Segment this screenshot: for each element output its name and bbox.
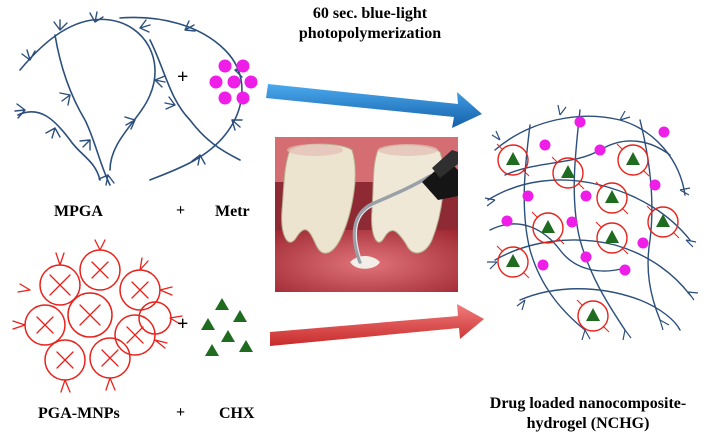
- plus-sign-top-right: +: [177, 66, 189, 88]
- process-caption: 60 sec. blue-light photopolymerization: [285, 4, 455, 44]
- dental-application-photo: [275, 137, 458, 292]
- plus-sign-bottom-label: +: [176, 404, 186, 421]
- mpga-polymer-illustration: [14, 11, 246, 186]
- blue-light-arrow: [266, 84, 482, 128]
- red-arrow: [270, 304, 484, 346]
- pga-mnps-illustration: [12, 239, 183, 393]
- nchg-caption: Drug loaded nanocomposite- hydrogel (NCH…: [468, 394, 708, 434]
- metr-drug-dots: [209, 59, 258, 105]
- nchg-caption-line2: hydrogel (NCHG): [526, 415, 650, 432]
- process-caption-line2: photopolymerization: [298, 25, 442, 42]
- nchg-network: [484, 104, 699, 341]
- plus-sign-top-label: +: [176, 202, 186, 219]
- chx-drug-triangles: [201, 298, 253, 356]
- mpga-label: MPGA: [54, 203, 103, 220]
- metr-label: Metr: [215, 203, 250, 220]
- process-caption-line1: 60 sec. blue-light: [312, 5, 428, 22]
- plus-sign-bottom-right: +: [177, 313, 189, 335]
- pga-mnps-label: PGA-MNPs: [38, 405, 120, 422]
- nchg-caption-line1: Drug loaded nanocomposite-: [489, 395, 687, 412]
- chx-label: CHX: [219, 405, 255, 422]
